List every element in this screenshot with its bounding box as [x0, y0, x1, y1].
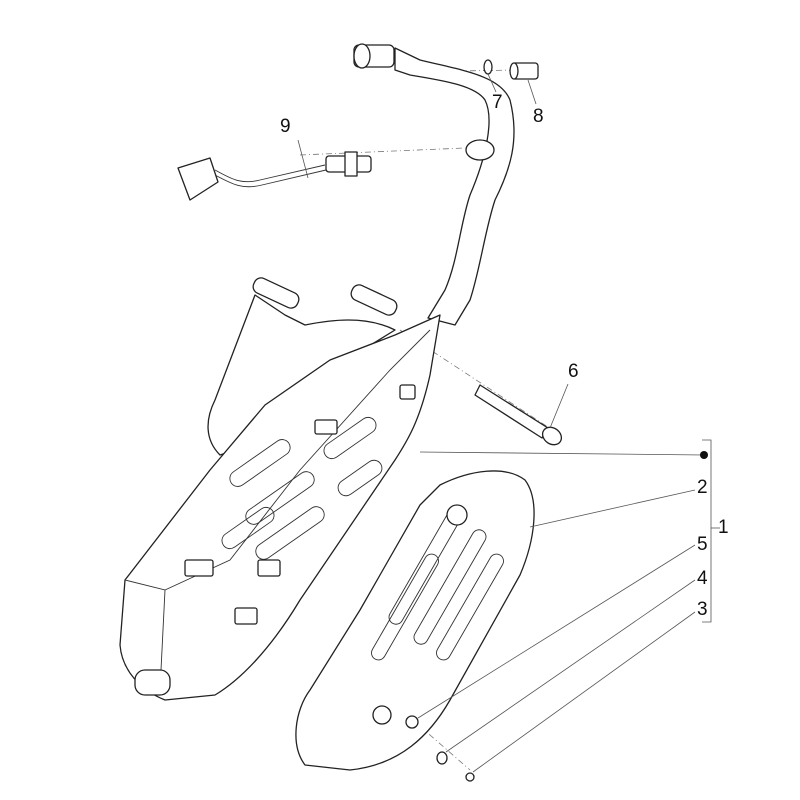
- callout-6: 6: [568, 361, 579, 382]
- sleeve-part-8: [509, 62, 539, 80]
- exhaust-pipe: [353, 43, 515, 326]
- callout-5: 5: [697, 534, 708, 555]
- callout-9: 9: [280, 116, 291, 137]
- bolt-part-6: [474, 384, 563, 446]
- gasket-part-7: [483, 59, 493, 75]
- pipe-sensor-boss: [465, 139, 495, 161]
- assembly-dot: [700, 451, 708, 459]
- callout-2: 2: [697, 477, 708, 498]
- muffler-bracket: [207, 294, 396, 456]
- washer-part-5: [405, 715, 419, 729]
- lambda-sensor-part-9: [177, 151, 372, 201]
- callout-1: 1: [718, 517, 729, 538]
- heat-guard-part-2: [295, 470, 535, 771]
- callout-3: 3: [697, 599, 708, 620]
- callout-7: 7: [492, 92, 503, 113]
- screw-part-3: [465, 772, 475, 782]
- leader-lines: [297, 73, 720, 773]
- muffler-body: [119, 314, 441, 701]
- assembly-line-sensor: [299, 147, 466, 156]
- callout-8: 8: [533, 106, 544, 127]
- callout-4: 4: [697, 568, 708, 589]
- washer-part-4: [436, 751, 448, 765]
